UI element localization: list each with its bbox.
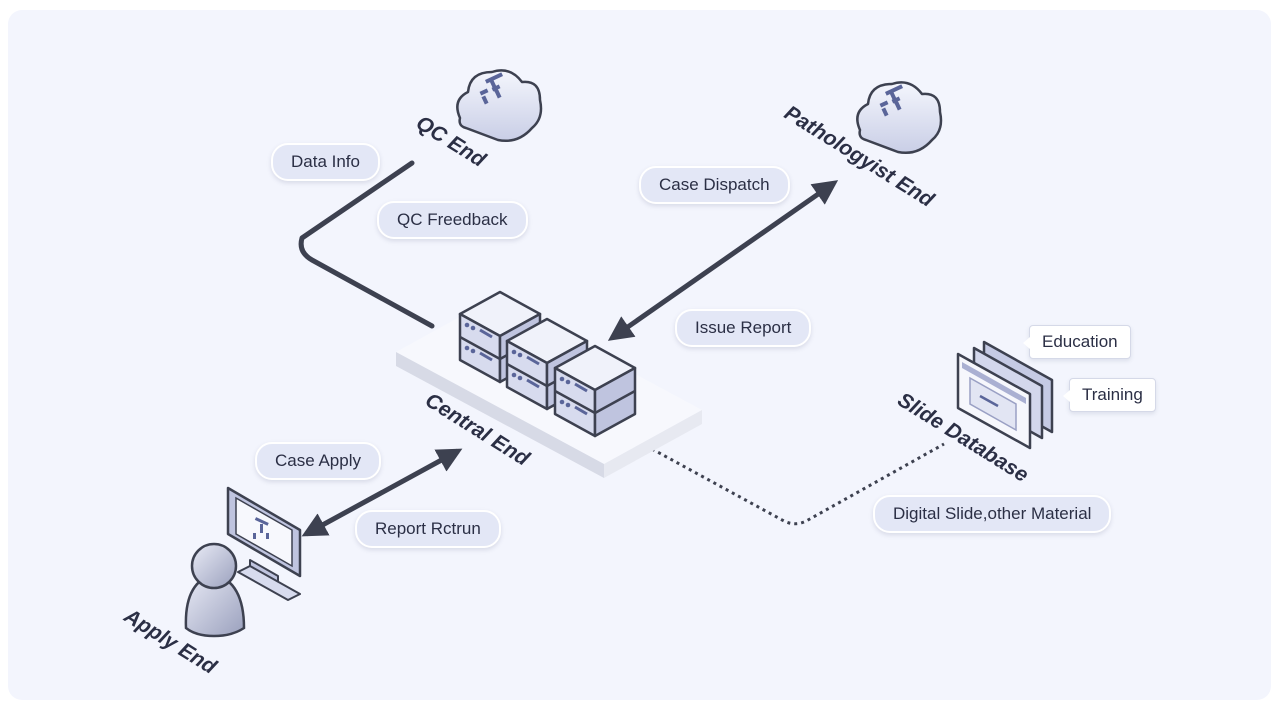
person-icon xyxy=(184,542,246,638)
case-dispatch-label: Case Dispatch xyxy=(639,166,790,204)
server-icon xyxy=(458,290,637,438)
data-info-label: Data Info xyxy=(271,143,380,181)
training-tag: Training xyxy=(1063,378,1156,412)
pathologist-cloud-icon xyxy=(856,81,943,154)
pathologist-arrow xyxy=(607,180,839,341)
education-tag: Education xyxy=(1023,325,1131,359)
digital-slide-label: Digital Slide,other Material xyxy=(873,495,1112,533)
issue-report-label: Issue Report xyxy=(675,309,812,347)
apply-arrow xyxy=(301,448,463,537)
qc-connector xyxy=(298,160,435,329)
slide-db-connector xyxy=(651,442,945,526)
monitor-icon xyxy=(226,486,302,601)
report-return-label: Report Rctrun xyxy=(355,510,501,548)
slide-database-icon xyxy=(956,340,1054,450)
case-apply-label: Case Apply xyxy=(255,442,381,480)
qc-cloud-icon xyxy=(456,69,543,142)
qc-feedback-label: QC Freedback xyxy=(377,201,528,239)
